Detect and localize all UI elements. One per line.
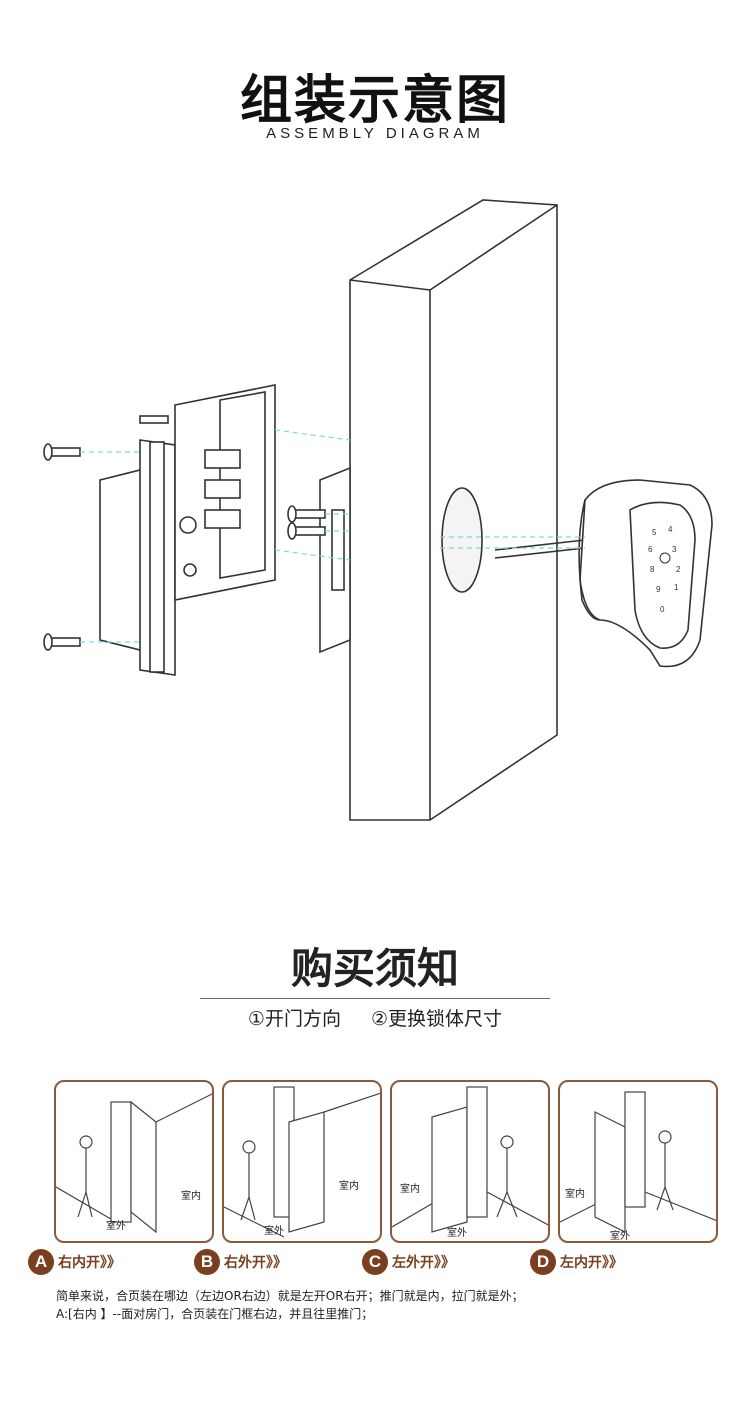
badge-a: A [28, 1249, 54, 1275]
badge-d: D [530, 1249, 556, 1275]
door-label-c: C 左外开》》 [362, 1248, 455, 1276]
room-out-label-b: 室外 [264, 1226, 284, 1237]
door-illustration-c [392, 1086, 548, 1233]
door-illustration-b [224, 1086, 380, 1238]
note-line-2: A:[右内 】--面对房门，合页装在门框右边，并且往里推门； [56, 1307, 374, 1321]
door-label-text-d: 左内开》》 [560, 1255, 623, 1271]
room-out-label-d: 室外 [610, 1231, 630, 1242]
door-label-text-b: 右外开》》 [224, 1255, 287, 1271]
door-label-b: B 右外开》》 [194, 1248, 287, 1276]
page-title: 组装示意图 [239, 71, 510, 131]
notice-item-door-direction: ①开门方向 [247, 1008, 341, 1030]
svg-text:1: 1 [674, 583, 679, 592]
door-label-text-c: 左外开》》 [392, 1255, 455, 1271]
badge-c: C [362, 1249, 388, 1275]
page-subtitle: ASSEMBLY DIAGRAM [266, 125, 484, 142]
room-out-label-a: 室外 [106, 1221, 126, 1232]
notice-divider [200, 998, 550, 999]
svg-text:0: 0 [660, 605, 665, 614]
notice-title: 购买须知 [290, 944, 459, 993]
room-out-label-c: 室外 [447, 1228, 467, 1239]
room-in-label-b: 室内 [339, 1181, 359, 1192]
room-in-label-c: 室内 [400, 1184, 420, 1195]
svg-text:2: 2 [676, 565, 681, 574]
door-label-text-a: 右内开》》 [58, 1255, 121, 1271]
notice-item-lock-size: ②更换锁体尺寸 [371, 1008, 503, 1030]
note-line-1: 简单来说，合页装在哪边（左边OR右边）就是左开OR右开；推门就是内，拉门就是外； [56, 1289, 524, 1303]
door-panel-a: 室内 室外 [54, 1080, 214, 1243]
room-in-label-d: 室内 [565, 1189, 585, 1200]
svg-text:5: 5 [652, 528, 657, 537]
svg-text:4: 4 [668, 525, 673, 534]
door-label-d: D 左内开》》 [530, 1248, 623, 1276]
svg-text:6: 6 [648, 545, 653, 554]
room-in-label-a: 室内 [181, 1191, 201, 1202]
svg-text:3: 3 [672, 545, 677, 554]
door-illustration-a [56, 1093, 212, 1234]
notice-subtitle: ①开门方向 ②更换锁体尺寸 [0, 1004, 750, 1031]
door-panel-d: 室内 室外 [558, 1080, 718, 1243]
svg-text:9: 9 [656, 585, 661, 594]
assembly-diagram: 5 4 6 3 8 2 9 1 0 [43, 199, 713, 821]
door-panel-c: 室内 室外 [390, 1080, 550, 1243]
door-illustration-d [560, 1091, 716, 1233]
door-label-a: A 右内开》》 [28, 1248, 121, 1276]
badge-b: B [194, 1249, 220, 1275]
svg-text:8: 8 [650, 565, 655, 574]
door-panel-b: 室内 室外 [222, 1080, 382, 1243]
